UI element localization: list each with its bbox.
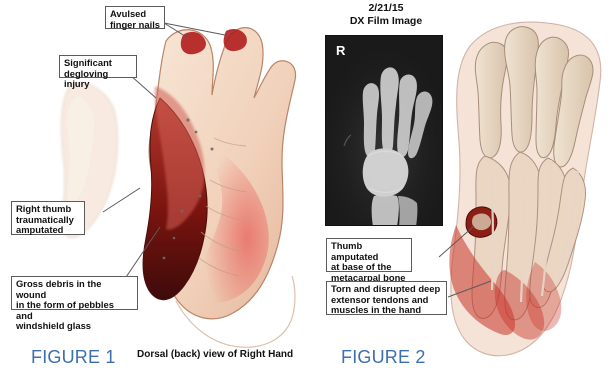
xray-panel: [325, 35, 443, 226]
figure1-caption: FIGURE 1: [31, 347, 116, 368]
label-thumb-amputated-at-base: Thumb amputated at base of the metacarpa…: [326, 238, 412, 272]
label-significant-degloving-injury: Significant degloving injury: [59, 55, 137, 78]
xray-image: [326, 36, 443, 226]
label-right-thumb-traumatically-amputated: Right thumb traumatically amputated: [11, 201, 85, 235]
label-gross-debris: Gross debris in the wound in the form of…: [11, 276, 138, 310]
xray-side-marker: R: [336, 44, 345, 57]
hand-illustration-figure2: [449, 22, 600, 356]
hand-illustration-figure1: [143, 28, 296, 348]
xray-date: 2/21/15: [316, 3, 456, 14]
xray-film-title: DX Film Image: [316, 16, 456, 27]
label-avulsed-finger-nails: Avulsed finger nails: [105, 6, 165, 29]
figure2-caption: FIGURE 2: [341, 347, 426, 368]
figure1-subcaption: Dorsal (back) view of Right Hand: [137, 349, 293, 360]
label-torn-extensor-tendons: Torn and disrupted deep extensor tendons…: [326, 281, 447, 315]
